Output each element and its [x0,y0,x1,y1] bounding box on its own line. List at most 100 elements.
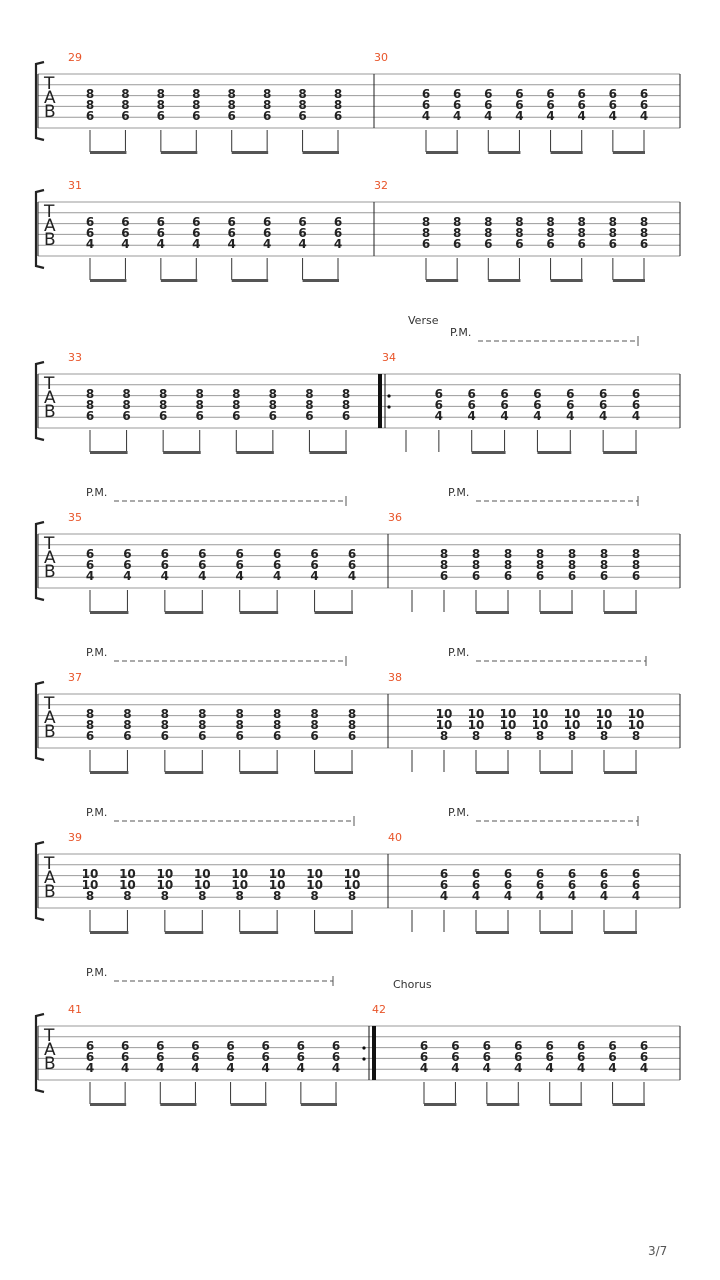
fret-number: 8 [348,718,356,732]
beam [90,279,127,282]
fret-number: 8 [159,387,167,401]
fret-number: 8 [632,547,640,561]
fret-number: 8 [342,398,350,412]
fret-number: 4 [198,569,206,583]
fret-number: 4 [86,237,94,251]
fret-number: 8 [157,98,165,112]
beam [90,771,129,774]
fret-number: 6 [159,409,167,423]
fret-number: 10 [596,707,613,721]
fret-number: 6 [121,226,129,240]
system-bracket [34,60,45,142]
fret-number: 6 [472,878,480,892]
palm-mute-label: P.M. [448,486,469,499]
fret-number: 10 [194,878,211,892]
fret-number: 8 [121,87,129,101]
fret-number: 6 [422,98,430,112]
fret-number: 6 [161,558,169,572]
fret-number: 10 [157,878,174,892]
section-label: Verse [408,314,439,327]
fret-number: 4 [546,1061,554,1075]
fret-number: 6 [348,558,356,572]
fret-number: 6 [420,1039,428,1053]
beam [476,611,509,614]
fret-number: 6 [123,729,131,743]
fret-number: 6 [599,387,607,401]
fret-number: 6 [191,1039,199,1053]
fret-number: 6 [514,1039,522,1053]
fret-number: 8 [536,729,544,743]
fret-number: 4 [472,889,480,903]
fret-number: 8 [198,718,206,732]
beam [424,1103,457,1106]
beam [540,771,573,774]
fret-number: 4 [640,1061,648,1075]
fret-number: 10 [500,707,517,721]
beam [488,151,521,154]
measure-number: 40 [388,831,402,844]
fret-number: 6 [536,878,544,892]
beam [309,451,347,454]
fret-number: 6 [228,215,236,229]
fret-number: 8 [263,98,271,112]
fret-number: 4 [435,409,443,423]
fret-number: 8 [269,387,277,401]
beam [164,771,204,774]
fret-number: 8 [504,558,512,572]
measure-number: 35 [68,511,82,524]
measure-number: 34 [382,351,396,364]
fret-number: 10 [119,867,136,881]
fret-number: 10 [436,707,453,721]
fret-number: 8 [86,87,94,101]
beam [239,771,279,774]
fret-number: 10 [500,718,517,732]
fret-number: 8 [228,87,236,101]
fret-number: 6 [310,729,318,743]
fret-number: 6 [546,1050,554,1064]
beam [90,611,129,614]
fret-number: 8 [123,707,131,721]
fret-number: 4 [533,409,541,423]
measure-number: 30 [374,51,388,64]
fret-number: 6 [632,398,640,412]
beam [231,279,269,282]
fret-number: 6 [86,558,94,572]
fret-number: 8 [192,87,200,101]
repeat-dot [387,405,391,409]
fret-number: 6 [514,1050,522,1064]
beam [603,451,637,454]
fret-number: 6 [298,215,306,229]
fret-number: 6 [348,547,356,561]
beam [476,931,509,934]
fret-number: 8 [228,98,236,112]
fret-number: 4 [514,1061,522,1075]
fret-number: 4 [191,1061,199,1075]
fret-number: 8 [273,718,281,732]
fret-number: 6 [161,729,169,743]
fret-number: 6 [86,1039,94,1053]
fret-number: 8 [159,398,167,412]
fret-number: 4 [297,1061,305,1075]
fret-number: 8 [600,729,608,743]
fret-number: 6 [632,878,640,892]
fret-number: 8 [310,889,318,903]
tab-clef-letter: T [43,694,55,714]
beam [164,611,204,614]
fret-number: 6 [123,547,131,561]
fret-number: 6 [121,1039,129,1053]
tab-clef-letter: B [44,882,56,902]
fret-number: 4 [161,569,169,583]
fret-number: 4 [468,409,476,423]
beam [160,279,198,282]
fret-number: 10 [564,707,581,721]
fret-number: 8 [273,889,281,903]
fret-number: 6 [608,1050,616,1064]
fret-number: 8 [609,215,617,229]
fret-number: 6 [515,87,523,101]
tab-clef-letter: A [44,216,56,236]
fret-number: 6 [86,547,94,561]
fret-number: 6 [632,387,640,401]
fret-number: 4 [632,889,640,903]
fret-number: 4 [500,409,508,423]
palm-mute-label: P.M. [450,326,471,339]
